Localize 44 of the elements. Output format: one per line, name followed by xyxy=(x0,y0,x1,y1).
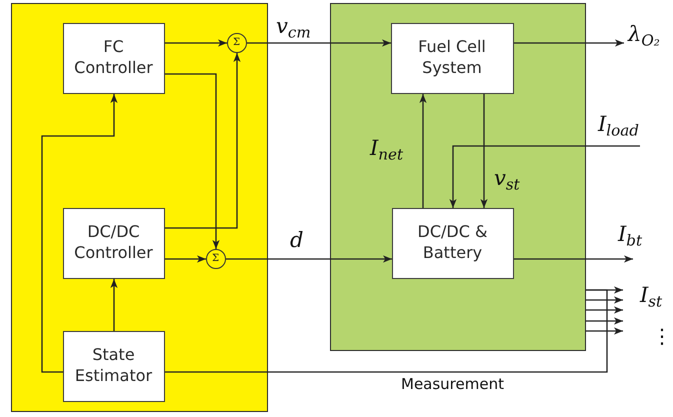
process-block xyxy=(390,22,514,94)
signal-label: I$_{net}$ xyxy=(370,136,404,164)
signal-label: d xyxy=(290,228,304,254)
arrow xyxy=(449,145,640,208)
arrow xyxy=(165,255,206,263)
signal-label: λ$_{O₂}$ xyxy=(628,22,660,50)
summing-junction xyxy=(226,32,246,52)
summing-junction xyxy=(206,248,226,268)
signal-label: I$_{st}$ xyxy=(640,283,662,311)
arrow xyxy=(586,327,623,335)
controller-panel xyxy=(11,3,268,412)
block-label: DC/DC & Battery xyxy=(416,222,488,264)
block-label: Fuel Cell System xyxy=(417,37,487,79)
process-block xyxy=(392,208,514,278)
block-label: FC Controller xyxy=(73,37,154,79)
arrow xyxy=(586,317,623,325)
plant-panel xyxy=(330,3,586,351)
arrow xyxy=(480,94,488,208)
arrow xyxy=(165,53,241,229)
sum-symbol: Σ xyxy=(232,38,240,48)
arrow xyxy=(586,296,623,304)
block-label: DC/DC Controller xyxy=(73,222,154,264)
arrow xyxy=(165,73,220,249)
arrow xyxy=(41,94,118,373)
arrow xyxy=(247,39,391,47)
process-block xyxy=(62,22,164,94)
connector-line xyxy=(165,289,608,373)
arrow xyxy=(514,255,633,263)
arrow xyxy=(586,306,623,314)
block-label: State Estimator xyxy=(74,345,154,387)
signal-label: I$_{load}$ xyxy=(598,112,639,140)
process-block xyxy=(62,330,164,402)
continuation-dots: ⋮ xyxy=(652,324,672,348)
arrow xyxy=(514,39,624,47)
edge-label: Measurement xyxy=(401,375,504,393)
arrow xyxy=(226,255,392,263)
process-block xyxy=(62,208,164,278)
signal-label: I$_{bt}$ xyxy=(618,222,642,250)
signal-label: v$_{cm}$ xyxy=(276,14,311,42)
arrow xyxy=(419,94,427,208)
arrow xyxy=(110,279,118,331)
arrow xyxy=(165,39,227,47)
sum-symbol: Σ xyxy=(212,254,220,264)
signal-label: v$_{st}$ xyxy=(494,166,520,194)
